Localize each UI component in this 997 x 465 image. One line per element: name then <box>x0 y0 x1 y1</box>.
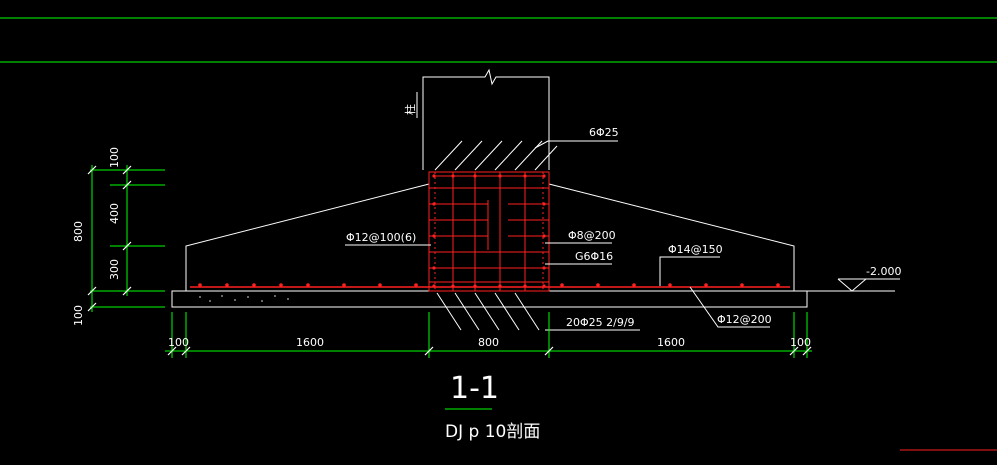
column-hatch-top <box>434 140 558 171</box>
leader-bottom-mesh: Φ12@200 <box>689 286 772 328</box>
leader-tie: Φ8@200 <box>545 229 616 244</box>
dim-h100-top: 100 <box>108 147 121 168</box>
rebar-cage <box>428 171 550 292</box>
label-vertical-bars: 20Φ25 2/9/9 <box>566 316 635 329</box>
elevation-text: -2.000 <box>866 265 901 278</box>
elevation-mark: -2.000 <box>807 265 901 292</box>
dim-w100-left: 100 <box>168 336 189 349</box>
vertical-dim-ticks <box>87 165 132 312</box>
column-hatch-bottom <box>436 292 540 331</box>
label-bottom-mesh: Φ12@200 <box>717 313 772 326</box>
leader-top-mesh: Φ14@150 <box>659 243 723 286</box>
column-label: 柱 <box>403 92 418 118</box>
rebar-cage-dots <box>432 174 546 288</box>
label-stirrup: Φ12@100(6) <box>346 231 416 244</box>
column-outline <box>422 68 550 170</box>
bottom-slab-rebar <box>190 283 790 288</box>
label-top-bars: 6Φ25 <box>589 126 619 139</box>
label-top-mesh: Φ14@150 <box>668 243 723 256</box>
horizontal-dim-ticks <box>167 346 812 356</box>
section-caption: DJ p 10剖面 <box>445 422 540 442</box>
dim-h400: 400 <box>108 203 121 224</box>
column-label-text: 柱 <box>403 104 417 115</box>
dim-h300: 300 <box>108 259 121 280</box>
leader-g-bars: G6Φ16 <box>545 250 613 265</box>
cushion-layer <box>171 290 808 308</box>
footing-outline <box>185 183 795 292</box>
dim-w1600-left: 1600 <box>296 336 324 349</box>
dim-w100-right: 100 <box>790 336 811 349</box>
dim-w800: 800 <box>478 336 499 349</box>
dim-h800: 800 <box>72 221 85 242</box>
leader-stirrup: Φ12@100(6) <box>345 231 431 246</box>
leader-vertical-bars: 20Φ25 2/9/9 <box>545 316 640 331</box>
section-mark: 1-1 <box>450 371 499 406</box>
dim-w1600-right: 1600 <box>657 336 685 349</box>
dim-h100-bottom: 100 <box>72 305 85 326</box>
label-tie: Φ8@200 <box>568 229 616 242</box>
leader-top-bars: 6Φ25 <box>534 126 619 149</box>
horizontal-dimensions <box>165 312 812 358</box>
label-g-bars: G6Φ16 <box>575 250 613 263</box>
